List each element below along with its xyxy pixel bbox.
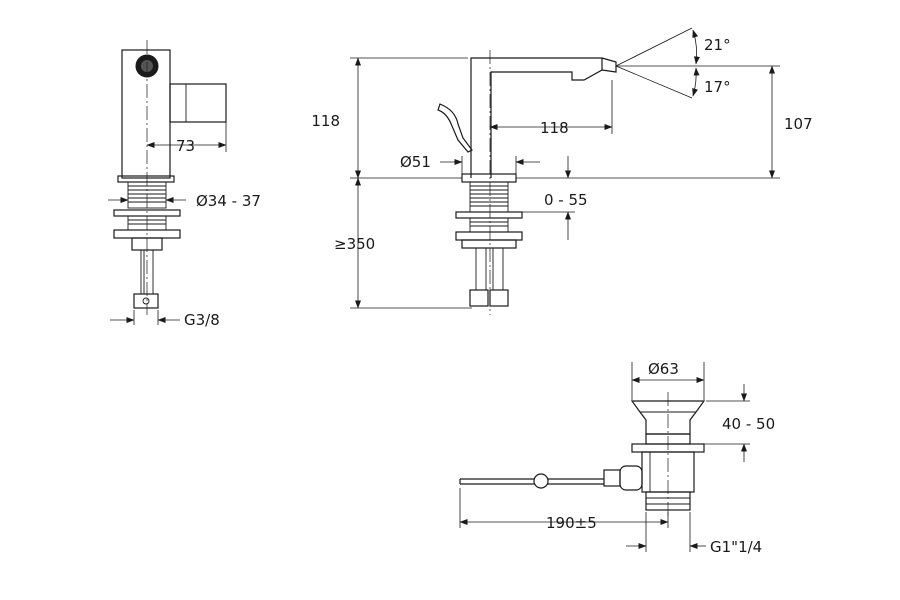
front-shank xyxy=(469,181,509,213)
waste-view xyxy=(459,362,750,552)
label-angle-up: 21° xyxy=(704,36,731,54)
label-deck-thickness: 0 - 55 xyxy=(544,191,588,209)
front-view xyxy=(350,27,780,315)
label-waste-diameter: Ø63 xyxy=(648,360,679,378)
side-shank xyxy=(127,181,167,209)
label-reach-118: 118 xyxy=(540,119,569,137)
label-hose-length: ≥350 xyxy=(334,235,375,253)
label-height-118: 118 xyxy=(311,112,340,130)
label-deck-hole-diameter: Ø34 - 37 xyxy=(196,192,261,210)
label-outlet-height: 107 xyxy=(784,115,813,133)
label-base-diameter: Ø51 xyxy=(400,153,431,171)
label-rod-length: 190±5 xyxy=(546,514,597,532)
label-inlet-thread: G3/8 xyxy=(184,311,220,329)
label-angle-down: 17° xyxy=(704,78,731,96)
side-view xyxy=(108,40,227,325)
label-waste-height: 40 - 50 xyxy=(722,415,775,433)
label-depth-73: 73 xyxy=(176,137,195,155)
label-waste-thread: G1"1/4 xyxy=(710,538,762,556)
